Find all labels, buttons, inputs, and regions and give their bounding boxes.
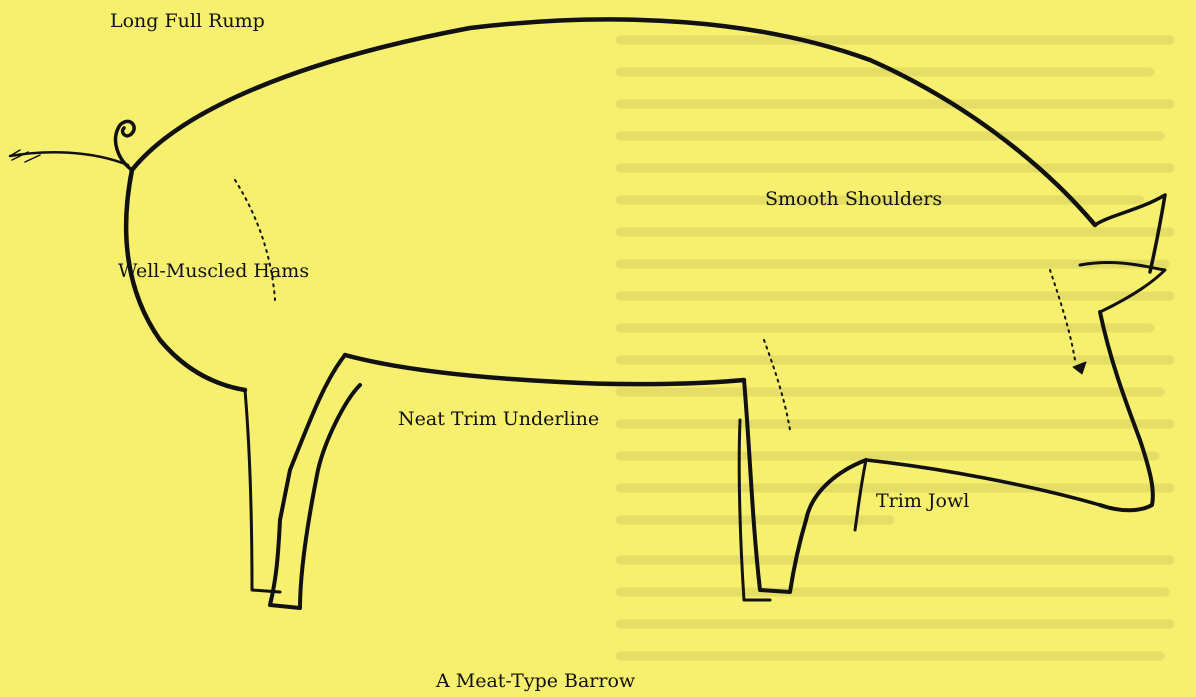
label-neat-trim-underline: Neat Trim Underline [398, 410, 599, 429]
figure-caption: A Meat-Type Barrow [436, 672, 635, 691]
label-trim-jowl: Trim Jowl [876, 492, 969, 511]
pig-underline [345, 355, 744, 384]
pig-front-leg [744, 380, 866, 592]
label-smooth-shoulders: Smooth Shoulders [765, 190, 942, 209]
label-long-full-rump: Long Full Rump [110, 12, 265, 31]
pig-hind-leg [270, 355, 360, 608]
pig-face [1100, 312, 1153, 510]
pig-eye [1073, 362, 1086, 374]
pig-ear [1095, 195, 1165, 272]
label-well-muscled-hams: Well-Muscled Hams [118, 262, 309, 281]
pig-back-outline [132, 19, 1095, 225]
